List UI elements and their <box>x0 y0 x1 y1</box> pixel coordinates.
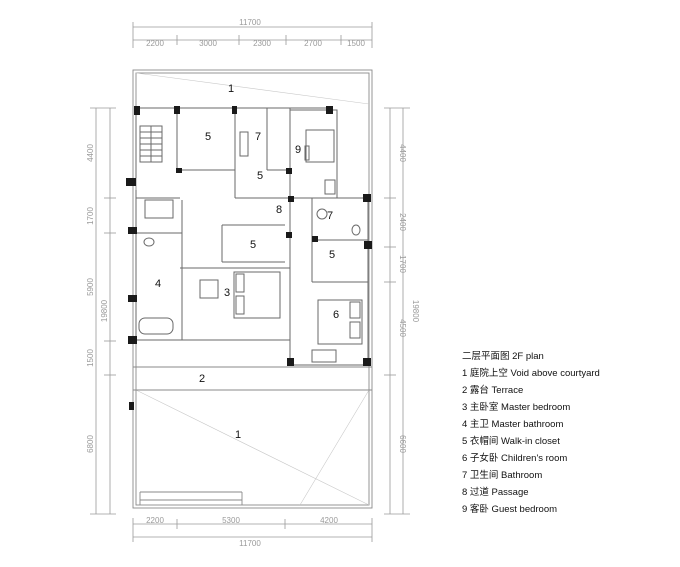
room-label-master-bath: 4 <box>155 278 161 290</box>
room-label-guest: 9 <box>295 144 301 156</box>
dimension-lines <box>90 22 410 542</box>
building-walls <box>135 107 369 366</box>
legend-item: 5 衣帽间 Walk-in closet <box>462 436 560 447</box>
plan-legend: 二层平面图 2F plan 1 庭院上空 Void above courtyar… <box>462 348 672 518</box>
legend-item: 2 露台 Terrace <box>462 385 524 396</box>
room-label-passage: 8 <box>276 204 282 216</box>
legend-item: 1 庭院上空 Void above courtyard <box>462 368 600 379</box>
site-boundary <box>132 69 373 509</box>
room-label-bath-upper: 7 <box>255 131 261 143</box>
dimension-labels: 11700 2200 3000 2300 2700 1500 2200 5300… <box>86 18 420 548</box>
dim-top-3: 2300 <box>253 39 271 48</box>
dim-right-total: 19800 <box>411 300 420 323</box>
room-label-master-bedroom: 3 <box>224 287 230 299</box>
dim-right-5: 6600 <box>398 435 407 453</box>
legend-item: 8 过道 Passage <box>462 487 529 498</box>
dim-top-2: 3000 <box>199 39 217 48</box>
room-label-closet-right: 5 <box>329 249 335 261</box>
dim-bottom-1: 2200 <box>146 516 164 525</box>
room-label-closet-master: 5 <box>250 239 256 251</box>
room-label-void-top: 1 <box>228 83 234 95</box>
legend-item: 7 卫生间 Bathroom <box>462 470 543 481</box>
dim-left-5: 6800 <box>86 435 95 453</box>
dim-top-1: 2200 <box>146 39 164 48</box>
legend-title: 二层平面图 2F plan <box>462 351 544 362</box>
room-label-closet-upper-left: 5 <box>205 131 211 143</box>
room-number-labels: 1 5 7 9 5 8 5 7 5 4 3 6 2 1 <box>155 83 339 441</box>
structural-columns <box>126 106 372 410</box>
dim-left-1: 4400 <box>86 144 95 162</box>
dim-bottom-2: 5300 <box>222 516 240 525</box>
legend-item: 3 主卧室 Master bedroom <box>462 402 571 413</box>
dim-right-3: 1700 <box>398 255 407 273</box>
dim-right-2: 2400 <box>398 213 407 231</box>
dim-right-4: 4500 <box>398 319 407 337</box>
room-label-closet-upper-mid: 5 <box>257 170 263 182</box>
room-label-bath-right: 7 <box>327 210 333 222</box>
dim-bottom-3: 4200 <box>320 516 338 525</box>
legend-item: 4 主卫 Master bathroom <box>462 419 564 430</box>
dim-left-total: 19800 <box>100 299 109 322</box>
dim-right-1: 4400 <box>398 144 407 162</box>
legend-item: 6 子女卧 Children's room <box>462 453 568 464</box>
dim-top-5: 1500 <box>347 39 365 48</box>
dim-top-4: 2700 <box>304 39 322 48</box>
dim-bottom-total: 11700 <box>239 539 261 548</box>
dim-left-3: 5900 <box>86 278 95 296</box>
dim-left-2: 1700 <box>86 207 95 225</box>
legend-item: 9 客卧 Guest bedroom <box>462 504 558 515</box>
room-label-void-bottom: 1 <box>235 429 241 441</box>
room-label-children: 6 <box>333 309 339 321</box>
dim-top-total: 11700 <box>239 18 261 27</box>
room-label-terrace: 2 <box>199 373 205 385</box>
dim-left-4: 1500 <box>86 349 95 367</box>
